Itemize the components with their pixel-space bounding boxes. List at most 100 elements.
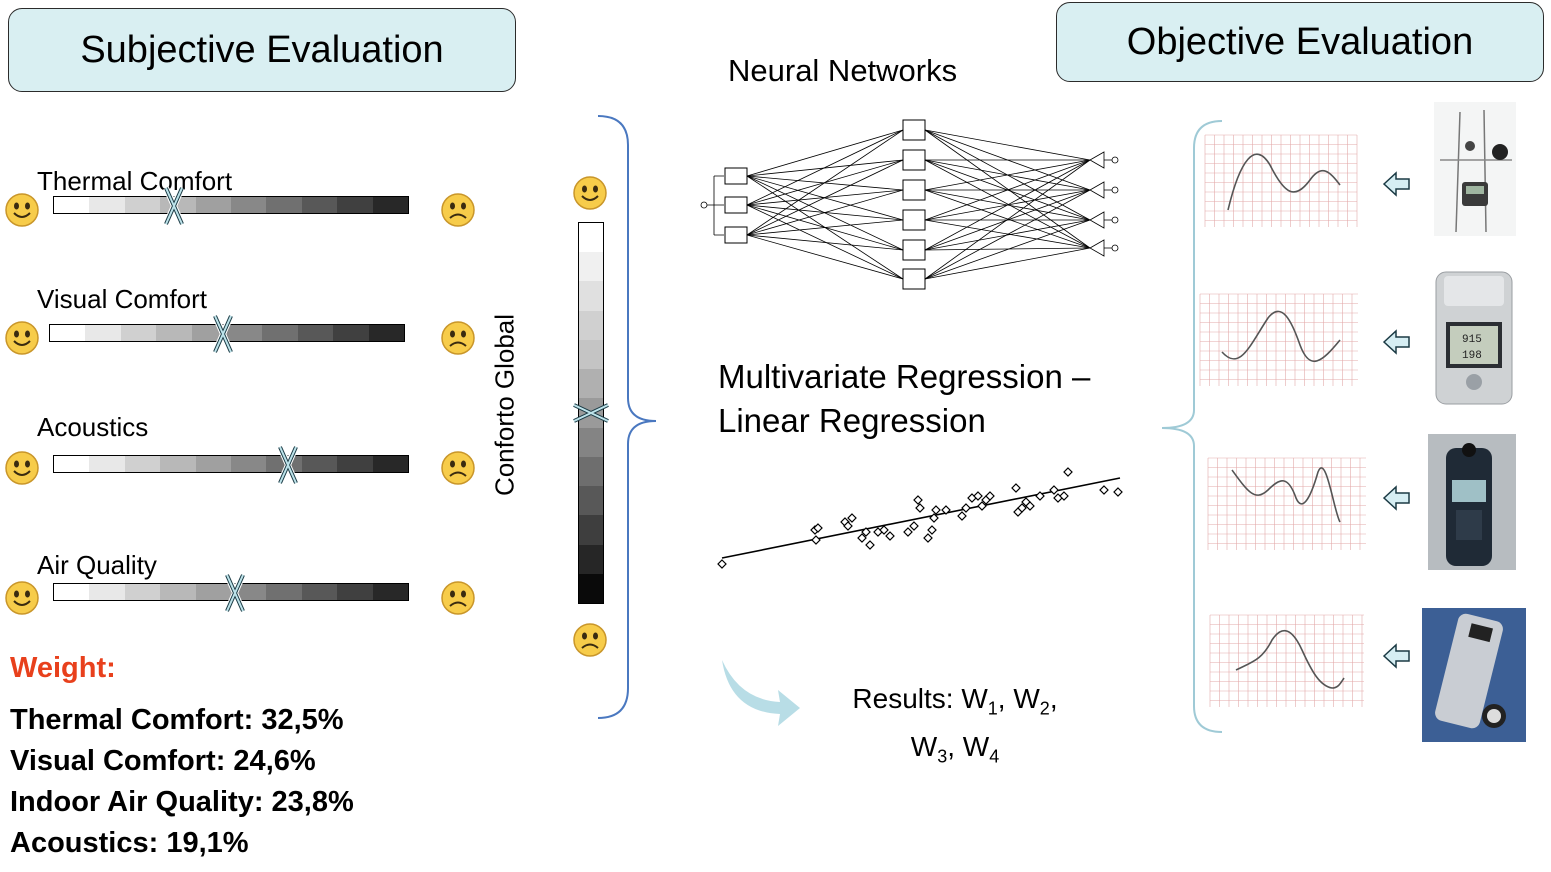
left-arrow-icon [1382,643,1410,669]
nn-edge [746,204,904,280]
nn-edge [924,189,1091,280]
sad-face-icon [440,192,476,233]
scatter-point [941,505,951,515]
svg-text:915: 915 [1462,334,1482,346]
acoustics-scale-bar [53,446,409,484]
weight-title: Weight: [10,652,116,684]
nn-edge [924,159,1091,249]
scatter-point [1021,497,1031,507]
sensor-curve [1235,629,1345,689]
w4-index: 4 [989,746,1000,767]
nn-edge [924,219,1091,251]
scale-segment [120,325,157,341]
scale-segment [124,584,161,600]
scatter-point [1049,485,1059,495]
nn-edge [924,219,1091,280]
nn-hidden-neuron [902,209,926,231]
w1-index: 1 [987,698,998,719]
weight-visual: Visual Comfort: 24,6% [10,745,316,777]
nn-edge [746,129,904,206]
scatter-point [865,540,875,550]
nn-edge [924,189,1091,221]
left-arrow-icon [1382,329,1410,355]
happy-face-icon [4,580,40,621]
scatter-point [977,501,987,511]
global-marker-icon[interactable] [573,402,609,424]
scale-marker-icon[interactable] [276,446,299,484]
nn-edge [746,175,904,221]
scatter-point [903,527,913,537]
sad-face-icon [440,320,476,361]
scale-segment [333,325,369,341]
scatter-point [1063,467,1073,477]
sensor-curve [1231,467,1341,523]
scale-label-air: Air Quality [37,550,157,580]
nn-edge [746,159,904,177]
scale-segment [262,325,298,341]
nn-edge [746,189,904,236]
scale-segment [54,456,90,472]
sensor-graph-panel [1199,293,1358,386]
scale-segment [124,197,161,213]
scale-segment [372,456,409,472]
results-label: Results: W1, W2, W3, W4 [852,683,1058,767]
scale-segment [50,325,86,341]
nn-output-neuron [1089,211,1105,229]
scatter-point [810,525,820,535]
scatter-point [843,521,853,531]
global-segment [579,544,603,574]
nn-edge [924,189,1091,221]
global-segment [579,456,603,487]
scale-segment [124,456,161,472]
global-segment [579,223,603,253]
nn-hidden-neuron [902,179,926,201]
svg-text:198: 198 [1462,350,1482,362]
scale-marker-icon[interactable] [212,315,235,353]
device-sound-meter [1428,434,1516,570]
global-comfort-bar [573,222,609,604]
nn-edge [746,204,904,251]
nn-input-neuron [724,196,748,214]
global-segment [579,310,603,340]
nn-edge [924,247,1091,251]
subjective-evaluation-title: Subjective Evaluation [8,8,516,92]
objective-evaluation-title: Objective Evaluation [1056,2,1544,82]
scale-segment [301,584,338,600]
global-segment [579,281,603,311]
w1-symbol: W [961,683,988,714]
happy-face-icon [4,192,40,233]
nn-edge [924,189,1091,251]
scatter-point [961,503,971,513]
nn-input-bus [704,175,724,236]
scale-marker-icon[interactable] [163,187,186,225]
global-segment [579,369,603,399]
nn-edge [924,189,1091,249]
regression-label-line2: Linear Regression [718,402,986,439]
w2-symbol: W [1013,683,1040,714]
sensor-graph-panel [1204,134,1358,227]
scatter-point [913,495,923,505]
global-segment [579,573,603,604]
nn-edge [924,159,1091,191]
global-comfort-label: Conforto Global [489,313,520,497]
device-co2-meter: 915 198 [1435,271,1513,405]
scale-segment [266,584,302,600]
scale-segment [297,325,334,341]
sensor-graph-panel [1209,614,1364,707]
nn-edge [746,204,904,221]
scatter-point [1053,493,1063,503]
scatter-point [931,505,941,515]
scale-segment [372,197,409,213]
nn-output-node [1111,186,1119,194]
w4-symbol: W [962,730,990,762]
global-segment [579,252,603,282]
nn-edge [746,219,904,236]
scatter-point [811,535,821,545]
scale-segment [160,456,196,472]
scale-marker-icon[interactable] [223,574,246,612]
weights-list: Thermal Comfort: 32,5% Visual Comfort: 2… [10,700,354,864]
happy-face-icon [4,450,40,491]
scatter-point [840,517,850,527]
nn-input-neuron [724,226,748,244]
scatter-point [1011,483,1021,493]
